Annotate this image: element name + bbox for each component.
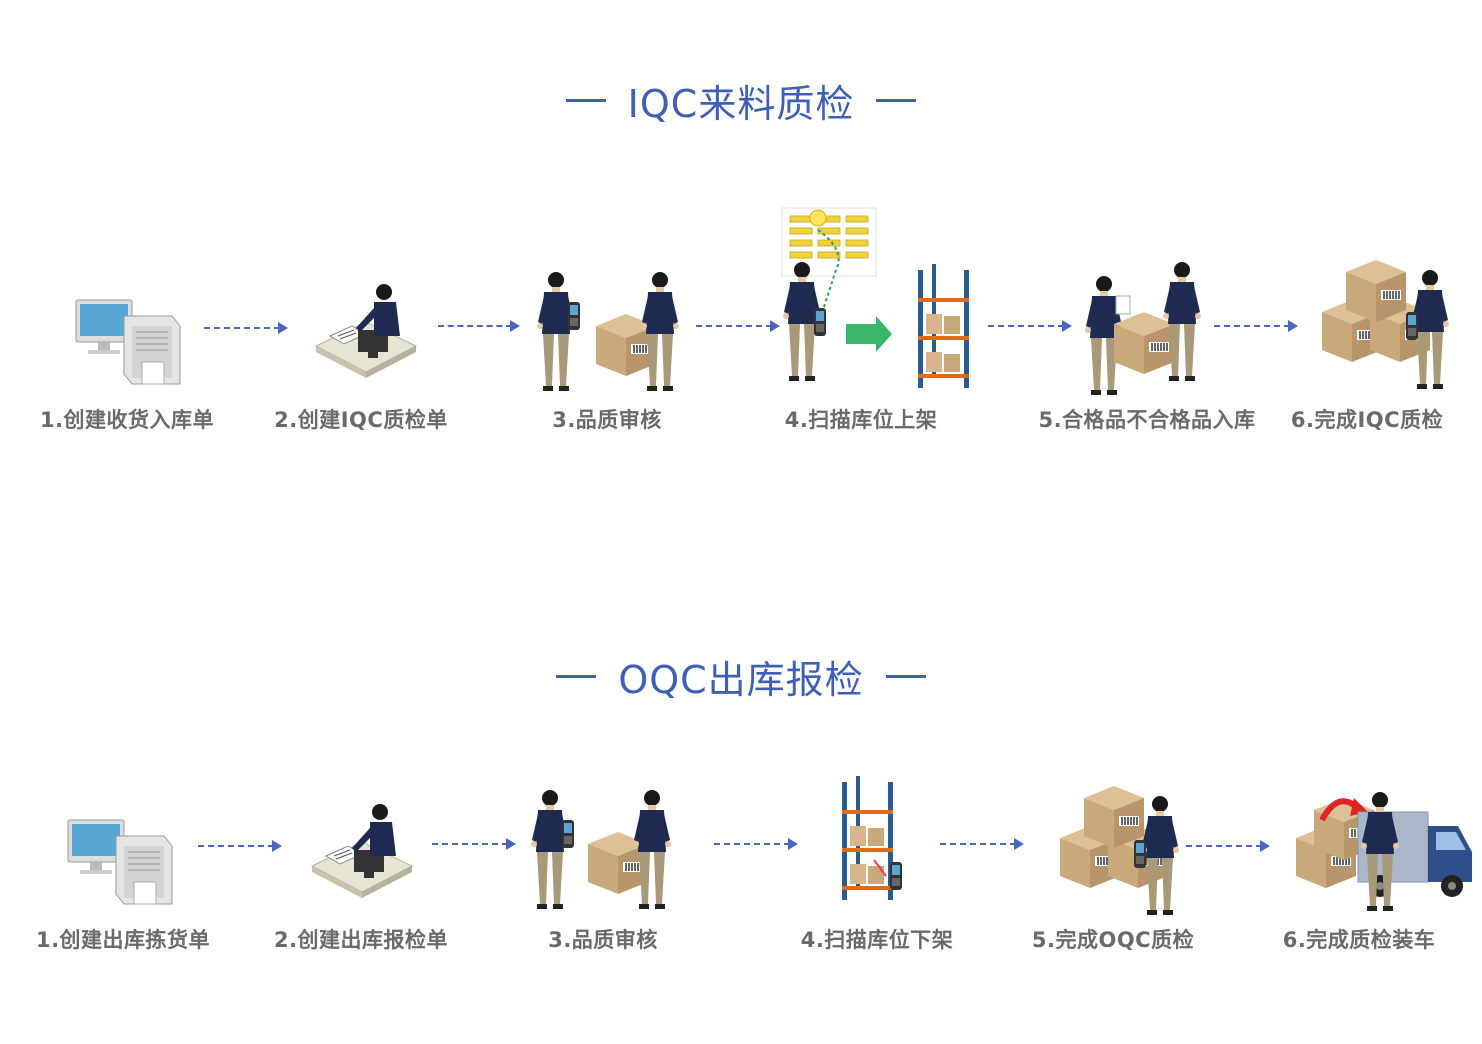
section-title-iqc: IQC来料质检	[0, 70, 1482, 130]
flow-arrow	[204, 322, 288, 334]
flow-arrow	[438, 320, 520, 332]
flow-arrow	[198, 840, 282, 852]
title-dash-left	[556, 674, 597, 678]
step-label: 1.创建收货入库单	[39, 408, 215, 432]
title-dash-right	[876, 98, 917, 102]
step-label: 3.品质审核	[552, 408, 662, 432]
title-dash-right	[885, 674, 926, 678]
step-label: 3.品质审核	[548, 928, 658, 952]
step-label: 5.合格品不合格品入库	[1038, 408, 1256, 432]
step-label: 4.扫描库位下架	[800, 928, 954, 952]
flow-arrow	[1186, 840, 1270, 852]
workers-inspecting-box-icon	[537, 272, 679, 391]
step-label: 2.创建IQC质检单	[274, 408, 448, 432]
step-label: 2.创建出库报检单	[273, 928, 449, 952]
flow-arrow	[432, 838, 516, 850]
worker-at-desk-icon	[311, 803, 413, 899]
scan-location-shelve-icon	[781, 207, 969, 388]
section-title-oqc: OQC出库报检	[0, 646, 1482, 706]
step-label: 4.扫描库位上架	[784, 408, 938, 432]
flow-arrow	[1214, 320, 1298, 332]
step-label: 1.创建出库拣货单	[35, 928, 211, 952]
flow-arrow	[940, 838, 1024, 850]
section-title-text: IQC来料质检	[627, 81, 855, 126]
worker-loading-truck-icon	[1295, 792, 1473, 911]
flow-arrow	[714, 838, 798, 850]
step-label: 6.完成质检装车	[1282, 928, 1436, 952]
workers-storing-box-icon	[1085, 262, 1201, 395]
scanner-shelf-icon	[842, 776, 902, 900]
title-dash-left	[565, 98, 606, 102]
section-title-text: OQC出库报检	[618, 657, 864, 702]
flow-arrow	[696, 320, 780, 332]
step-label: 6.完成IQC质检	[1290, 408, 1444, 432]
step-label: 5.完成OQC质检	[1031, 928, 1195, 952]
flow-arrow	[988, 320, 1072, 332]
worker-with-boxes-icon	[1321, 259, 1449, 389]
worker-at-desk-icon	[315, 283, 417, 379]
workers-inspecting-box-icon	[531, 790, 671, 909]
